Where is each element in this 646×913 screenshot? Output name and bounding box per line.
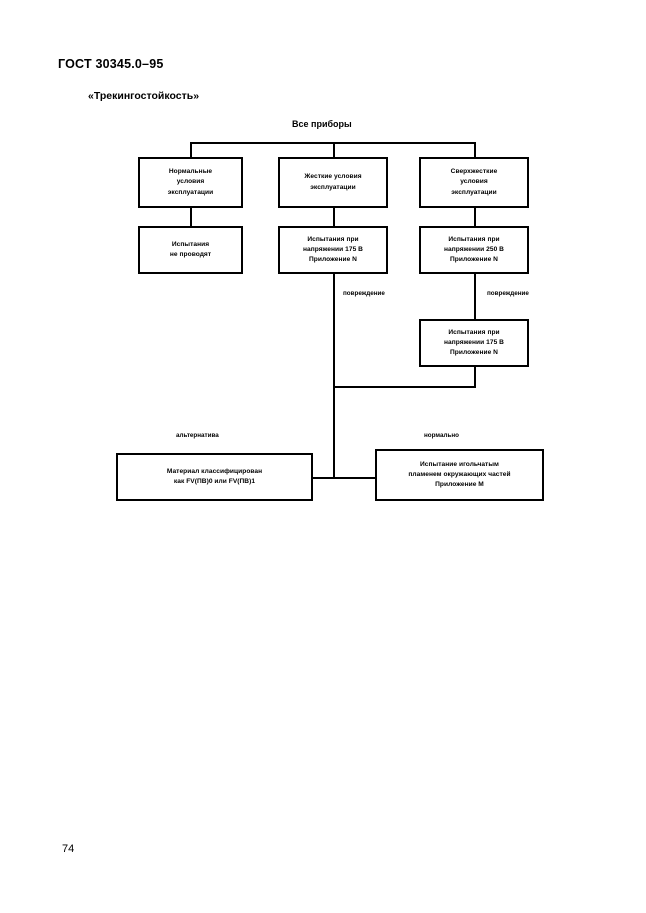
node-test-175-lower-text: Испытания при напряжении 175 В Приложени… <box>444 328 504 357</box>
connector-bottom-split-bar <box>253 477 413 479</box>
edge-label-alternative: альтернатива <box>176 432 219 439</box>
node-test-175-left: Испытания при напряжении 175 В Приложени… <box>278 226 388 274</box>
connector-merge-bar <box>333 386 476 388</box>
connector-test250-to-test175lower <box>474 274 476 319</box>
node-test-250-right: Испытания при напряжении 250 В Приложени… <box>419 226 529 274</box>
node-test-175-lower: Испытания при напряжении 175 В Приложени… <box>419 319 529 367</box>
node-severe-conditions: Жесткие условия эксплуатации <box>278 157 388 208</box>
standard-header: ГОСТ 30345.0–95 <box>58 57 164 71</box>
connector-test175left-down <box>333 274 335 386</box>
node-normal-conditions-text: Нормальные условия эксплуатации <box>167 168 214 196</box>
node-material-classified-text: Материал классифицирован как FV(ПВ)0 или… <box>166 467 263 485</box>
page-number: 74 <box>62 843 75 855</box>
connector-extrasevere-to-test250 <box>474 208 476 226</box>
root-node-label: Все приборы <box>292 119 352 129</box>
quoted-term: «Трекингостойкость» <box>88 90 200 102</box>
connector-severe-to-test175 <box>333 208 335 226</box>
node-material-classified: Материал классифицирован как FV(ПВ)0 или… <box>116 453 313 501</box>
node-needle-flame-test-text: Испытание игольчатым пламенем окружающих… <box>408 460 511 489</box>
connector-top-to-extra-severe <box>474 142 476 157</box>
connector-test175lower-down <box>474 367 476 386</box>
edge-label-normal: нормально <box>424 432 460 439</box>
node-test-175-left-text: Испытания при напряжении 175 В Приложени… <box>303 235 363 264</box>
connector-main-trunk <box>333 386 335 477</box>
node-test-250-right-text: Испытания при напряжении 250 В Приложени… <box>444 235 504 264</box>
edge-label-damage-right: повреждение <box>487 290 529 297</box>
connector-top-to-severe <box>333 142 335 157</box>
node-extra-severe-conditions-text: Сверхжесткие условия эксплуатации <box>450 168 498 196</box>
node-extra-severe-conditions: Сверхжесткие условия эксплуатации <box>419 157 529 208</box>
edge-label-damage-left: повреждение <box>343 290 385 297</box>
node-needle-flame-test: Испытание игольчатым пламенем окружающих… <box>375 449 544 501</box>
connector-normal-to-notests <box>190 208 192 226</box>
node-severe-conditions-text: Жесткие условия эксплуатации <box>304 173 362 191</box>
node-no-tests: Испытания не проводят <box>138 226 243 274</box>
node-no-tests-text: Испытания не проводят <box>169 240 212 258</box>
connector-top-to-normal <box>190 142 192 157</box>
node-normal-conditions: Нормальные условия эксплуатации <box>138 157 243 208</box>
